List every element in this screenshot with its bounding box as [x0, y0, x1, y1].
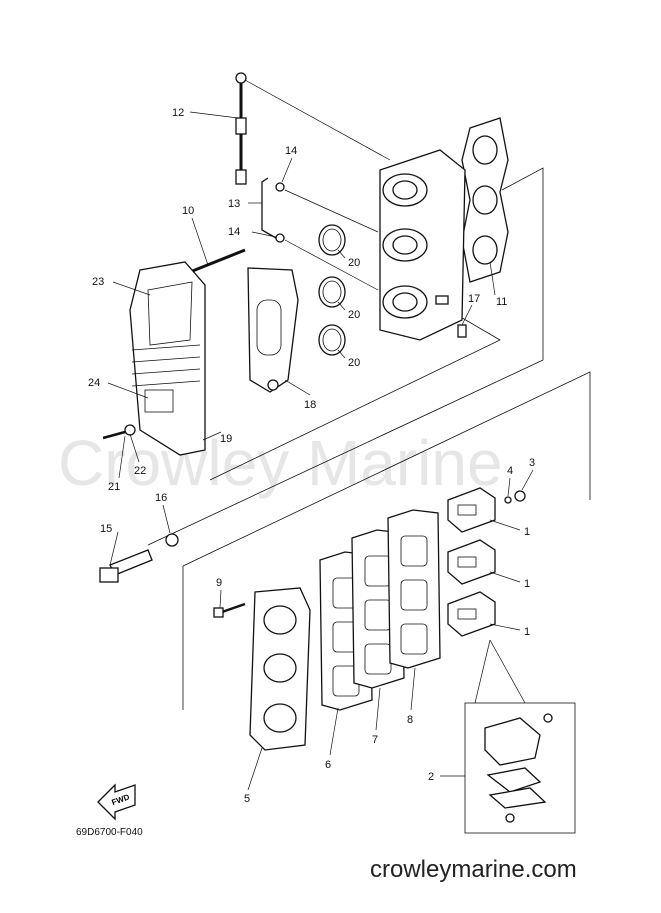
callout-8: 8	[407, 714, 413, 726]
forward-arrow-icon: FWD	[97, 783, 136, 821]
callout-11: 11	[496, 296, 507, 308]
callout-17: 17	[468, 293, 480, 305]
bolt	[213, 602, 246, 618]
diagram-code: 69D6700-F040	[76, 827, 143, 838]
callout-23: 23	[92, 276, 104, 288]
reed-valves	[447, 487, 496, 637]
callout-9: 9	[216, 577, 222, 589]
bracket-wire	[261, 177, 379, 291]
gasket-plate	[247, 267, 299, 393]
callout-20: 20	[348, 357, 360, 369]
site-footer: crowleymarine.com	[370, 856, 577, 883]
callout-12: 12	[172, 107, 184, 119]
callout-22: 22	[134, 465, 146, 477]
breather-hose	[235, 72, 391, 185]
callout-21: 21	[108, 481, 120, 493]
callout-4: 4	[507, 465, 513, 477]
callout-6: 6	[325, 759, 331, 771]
callout-18: 18	[304, 399, 316, 411]
callout-1: 1	[524, 526, 530, 538]
callout-3: 3	[529, 457, 535, 469]
callout-20: 20	[348, 257, 360, 269]
callout-1: 1	[524, 626, 530, 638]
intake-manifold	[379, 117, 509, 341]
callouts: 12 13 14 14 10 23 24 19 18 11 17 20 20 2…	[88, 107, 535, 805]
callout-5: 5	[244, 793, 250, 805]
watermark: Crowley Marine	[58, 427, 503, 499]
callout-14: 14	[228, 226, 240, 238]
o-rings	[318, 224, 346, 356]
clip	[457, 324, 467, 338]
reed-valve-detail-box	[464, 639, 576, 834]
gaskets	[319, 509, 441, 711]
callout-19: 19	[220, 433, 232, 445]
fitting-assembly	[99, 533, 179, 583]
callout-24: 24	[88, 377, 100, 389]
callout-14: 14	[285, 145, 297, 157]
callout-16: 16	[155, 492, 167, 504]
callout-20: 20	[348, 309, 360, 321]
silencer-cover	[129, 261, 206, 456]
callout-13: 13	[228, 198, 240, 210]
callout-15: 15	[100, 523, 112, 535]
callout-10: 10	[182, 205, 194, 217]
screw-washer	[504, 490, 526, 504]
callout-7: 7	[372, 734, 378, 746]
callout-1: 1	[524, 578, 530, 590]
intake-block	[249, 587, 311, 751]
callout-2: 2	[428, 771, 434, 783]
leader-lines	[107, 111, 534, 791]
